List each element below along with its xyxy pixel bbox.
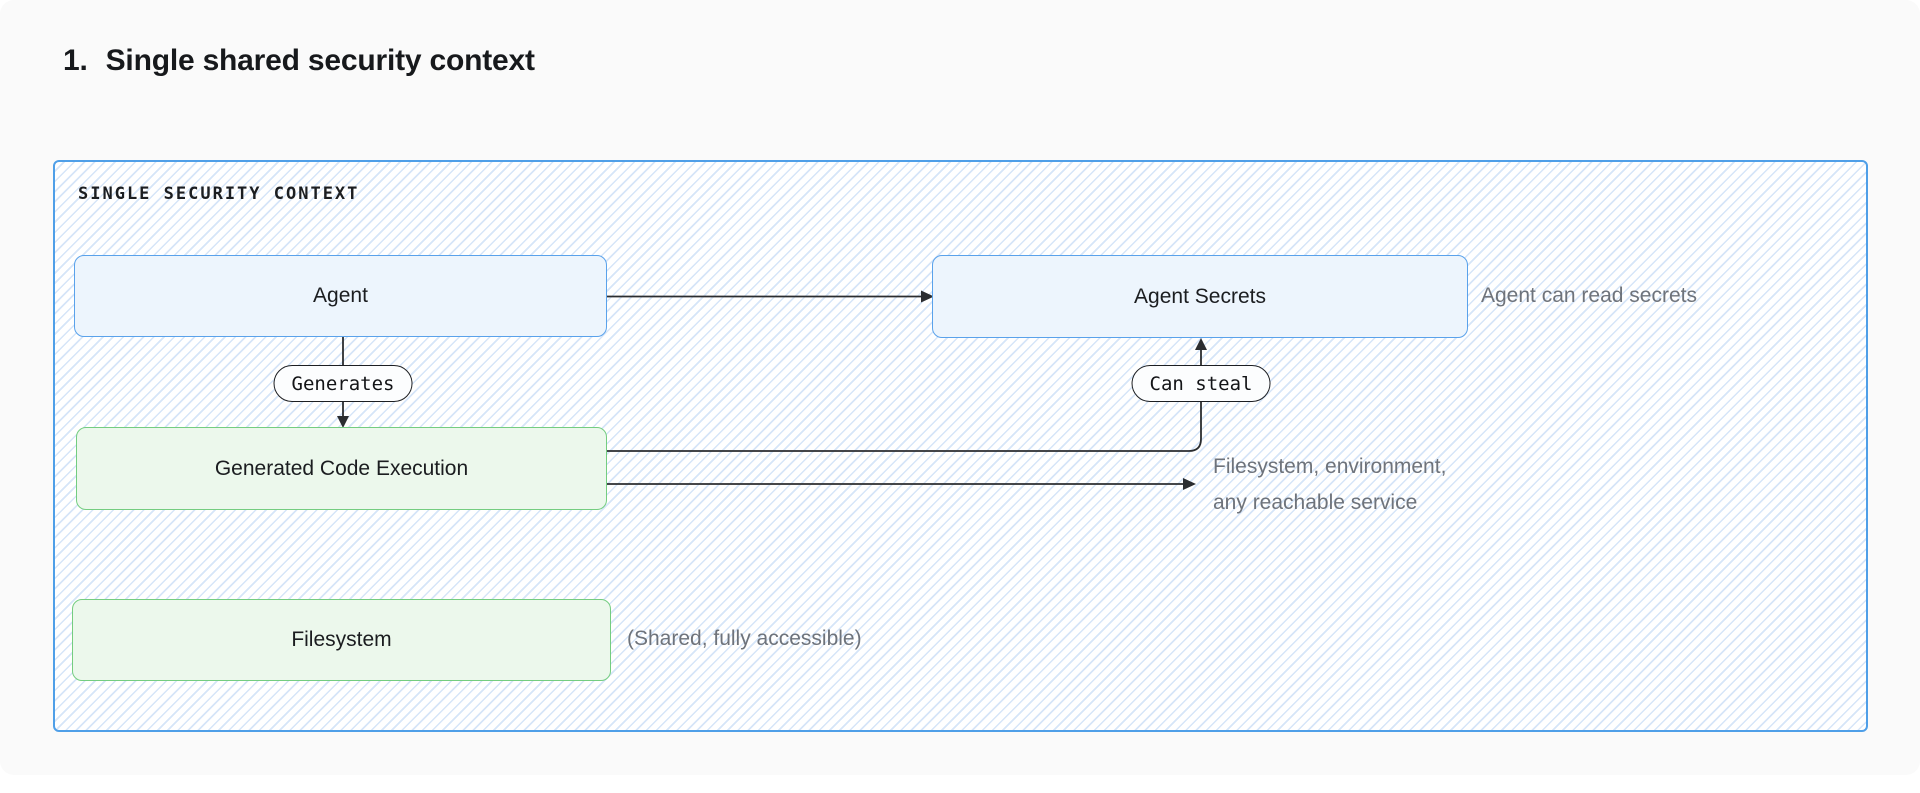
annotation-agent-can-read-secrets: Agent can read secrets bbox=[1481, 284, 1697, 307]
node-agent-secrets-label: Agent Secrets bbox=[1134, 284, 1266, 308]
node-filesystem-label: Filesystem bbox=[291, 628, 392, 651]
node-generated-code-execution-label: Generated Code Execution bbox=[214, 456, 469, 480]
frame-label: SINGLE SECURITY CONTEXT bbox=[78, 184, 360, 204]
edge-label-generates: Generates bbox=[273, 365, 413, 402]
edge-label-can-steal: Can steal bbox=[1131, 365, 1271, 402]
annotation-shared-note: (Shared, fully accessible) bbox=[627, 627, 862, 650]
node-agent: Agent bbox=[74, 255, 607, 337]
title-text: Single shared security context bbox=[105, 44, 535, 77]
edge-code-to-services bbox=[607, 478, 1196, 490]
edge-agent-to-secrets bbox=[607, 290, 934, 303]
edge-code-can-steal-secrets bbox=[607, 338, 1207, 452]
node-generated-code-execution: Generated Code Execution bbox=[76, 427, 607, 510]
node-agent-secrets: Agent Secrets bbox=[932, 255, 1468, 338]
security-context-frame: SINGLE SECURITY CONTEXT Agent Ag bbox=[53, 160, 1868, 732]
annotation-reachable-line1: Filesystem, environment, bbox=[1213, 455, 1447, 478]
annotation-reachable-services: Filesystem, environment, any reachable s… bbox=[1213, 449, 1446, 521]
node-agent-label: Agent bbox=[313, 284, 368, 307]
title-number: 1. bbox=[63, 44, 88, 77]
node-filesystem: Filesystem bbox=[72, 599, 611, 681]
annotation-reachable-line2: any reachable service bbox=[1213, 491, 1418, 514]
page-title: 1. Single shared security context bbox=[63, 44, 535, 78]
